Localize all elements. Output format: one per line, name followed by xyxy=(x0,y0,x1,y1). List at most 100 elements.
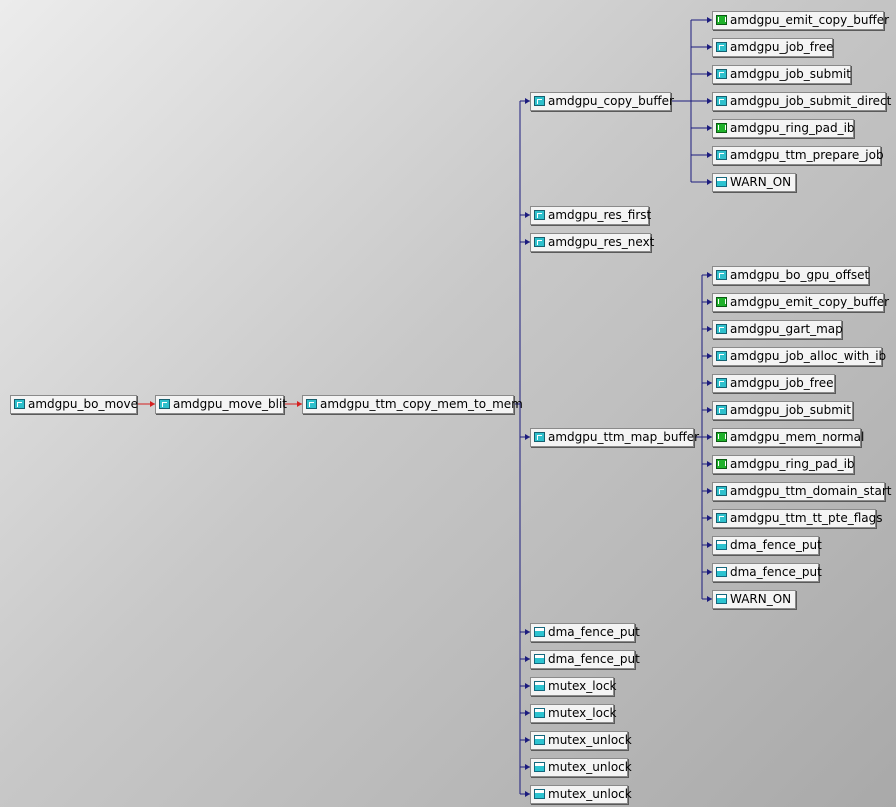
node-amdgpu-job-free[interactable]: amdgpu_job_free xyxy=(712,38,833,57)
function-icon xyxy=(306,399,317,409)
edge-arrowhead xyxy=(707,17,712,23)
edge-arrowhead xyxy=(525,212,530,218)
node-label: amdgpu_bo_gpu_offset xyxy=(730,268,870,282)
node-amdgpu-job-submit-direct[interactable]: amdgpu_job_submit_direct xyxy=(712,92,891,111)
node-amdgpu-res-next[interactable]: amdgpu_res_next xyxy=(530,233,655,252)
node-label: amdgpu_emit_copy_buffer xyxy=(730,295,890,309)
node-label: amdgpu_job_free xyxy=(730,40,834,54)
macro-icon xyxy=(716,297,727,307)
edge-arrowhead xyxy=(707,569,712,575)
function-icon xyxy=(716,513,727,523)
node-amdgpu-bo-gpu-offset[interactable]: amdgpu_bo_gpu_offset xyxy=(712,266,869,285)
node-amdgpu-move-blit[interactable]: amdgpu_move_blit xyxy=(155,395,287,414)
node-amdgpu-job-alloc-with-ib[interactable]: amdgpu_job_alloc_with_ib xyxy=(712,347,886,366)
external-icon xyxy=(716,567,727,577)
edge-arrowhead xyxy=(707,380,712,386)
edge-arrowhead xyxy=(707,596,712,602)
node-mutex-unlock[interactable]: mutex_unlock xyxy=(530,758,632,777)
external-icon xyxy=(716,177,727,187)
node-label: amdgpu_res_next xyxy=(548,235,655,249)
function-icon xyxy=(534,96,545,106)
function-icon xyxy=(159,399,170,409)
node-label: mutex_unlock xyxy=(548,733,632,747)
node-amdgpu-job-submit[interactable]: amdgpu_job_submit xyxy=(712,401,853,420)
edge-arrowhead xyxy=(707,542,712,548)
edge-arrowhead xyxy=(707,71,712,77)
edge-arrowhead xyxy=(707,98,712,104)
node-dma-fence-put[interactable]: dma_fence_put xyxy=(530,623,640,642)
node-label: WARN_ON xyxy=(730,592,792,606)
node-dma-fence-put[interactable]: dma_fence_put xyxy=(712,563,822,582)
node-amdgpu-ttm-map-buffer[interactable]: amdgpu_ttm_map_buffer xyxy=(530,428,699,447)
node-label: amdgpu_ttm_copy_mem_to_mem xyxy=(320,397,523,411)
node-amdgpu-ring-pad-ib[interactable]: amdgpu_ring_pad_ib xyxy=(712,119,855,138)
node-label: amdgpu_emit_copy_buffer xyxy=(730,13,890,27)
edge-arrowhead xyxy=(707,152,712,158)
node-label: amdgpu_copy_buffer xyxy=(548,94,674,108)
function-icon xyxy=(716,486,727,496)
node-warn-on[interactable]: WARN_ON xyxy=(712,173,796,192)
function-icon xyxy=(716,96,727,106)
function-icon xyxy=(534,210,545,220)
function-icon xyxy=(716,351,727,361)
edge-arrowhead xyxy=(525,239,530,245)
function-icon xyxy=(716,270,727,280)
node-label: WARN_ON xyxy=(730,175,792,189)
node-amdgpu-ring-pad-ib[interactable]: amdgpu_ring_pad_ib xyxy=(712,455,855,474)
node-mutex-lock[interactable]: mutex_lock xyxy=(530,704,617,723)
function-icon xyxy=(716,405,727,415)
external-icon xyxy=(534,735,545,745)
node-amdgpu-gart-map[interactable]: amdgpu_gart_map xyxy=(712,320,843,339)
node-dma-fence-put[interactable]: dma_fence_put xyxy=(712,536,822,555)
node-amdgpu-bo-move[interactable]: amdgpu_bo_move xyxy=(10,395,138,414)
macro-icon xyxy=(716,123,727,133)
function-icon xyxy=(716,378,727,388)
edge-arrowhead xyxy=(525,710,530,716)
node-label: dma_fence_put xyxy=(548,652,640,666)
node-amdgpu-res-first[interactable]: amdgpu_res_first xyxy=(530,206,651,225)
node-amdgpu-ttm-domain-start[interactable]: amdgpu_ttm_domain_start xyxy=(712,482,892,501)
function-icon xyxy=(716,69,727,79)
edge-arrowhead xyxy=(525,434,530,440)
node-label: amdgpu_bo_move xyxy=(28,397,138,411)
node-label: dma_fence_put xyxy=(730,538,822,552)
function-icon xyxy=(716,150,727,160)
edge-arrowhead xyxy=(707,488,712,494)
edge-arrowhead xyxy=(707,353,712,359)
edge-arrowhead xyxy=(525,629,530,635)
external-icon xyxy=(534,708,545,718)
node-amdgpu-job-submit[interactable]: amdgpu_job_submit xyxy=(712,65,851,84)
node-mutex-lock[interactable]: mutex_lock xyxy=(530,677,617,696)
external-icon xyxy=(716,540,727,550)
node-amdgpu-ttm-prepare-job[interactable]: amdgpu_ttm_prepare_job xyxy=(712,146,884,165)
node-amdgpu-emit-copy-buffer[interactable]: amdgpu_emit_copy_buffer xyxy=(712,293,889,312)
external-icon xyxy=(716,594,727,604)
node-label: amdgpu_mem_normal xyxy=(730,430,865,444)
node-amdgpu-ttm-copy-mem-to-mem[interactable]: amdgpu_ttm_copy_mem_to_mem xyxy=(302,395,523,414)
node-amdgpu-mem-normal[interactable]: amdgpu_mem_normal xyxy=(712,428,865,447)
node-label: amdgpu_ring_pad_ib xyxy=(730,457,855,471)
node-label: amdgpu_ttm_tt_pte_flags xyxy=(730,511,883,525)
node-label: amdgpu_job_submit xyxy=(730,67,851,81)
node-label: amdgpu_job_free xyxy=(730,376,834,390)
edge-arrowhead xyxy=(525,737,530,743)
node-label: amdgpu_gart_map xyxy=(730,322,843,336)
node-warn-on[interactable]: WARN_ON xyxy=(712,590,796,609)
node-label: amdgpu_ttm_domain_start xyxy=(730,484,892,498)
node-label: amdgpu_ring_pad_ib xyxy=(730,121,855,135)
edge-arrowhead xyxy=(707,461,712,467)
node-mutex-unlock[interactable]: mutex_unlock xyxy=(530,785,632,804)
node-amdgpu-emit-copy-buffer[interactable]: amdgpu_emit_copy_buffer xyxy=(712,11,889,30)
node-amdgpu-job-free[interactable]: amdgpu_job_free xyxy=(712,374,835,393)
edge-arrowhead xyxy=(525,764,530,770)
edge-arrowhead xyxy=(707,179,712,185)
node-amdgpu-copy-buffer[interactable]: amdgpu_copy_buffer xyxy=(530,92,674,111)
node-mutex-unlock[interactable]: mutex_unlock xyxy=(530,731,632,750)
node-amdgpu-ttm-tt-pte-flags[interactable]: amdgpu_ttm_tt_pte_flags xyxy=(712,509,883,528)
edge-arrowhead xyxy=(525,98,530,104)
edge-arrowhead xyxy=(707,515,712,521)
edge-arrowhead xyxy=(707,407,712,413)
edge-arrowhead xyxy=(525,656,530,662)
node-dma-fence-put[interactable]: dma_fence_put xyxy=(530,650,640,669)
